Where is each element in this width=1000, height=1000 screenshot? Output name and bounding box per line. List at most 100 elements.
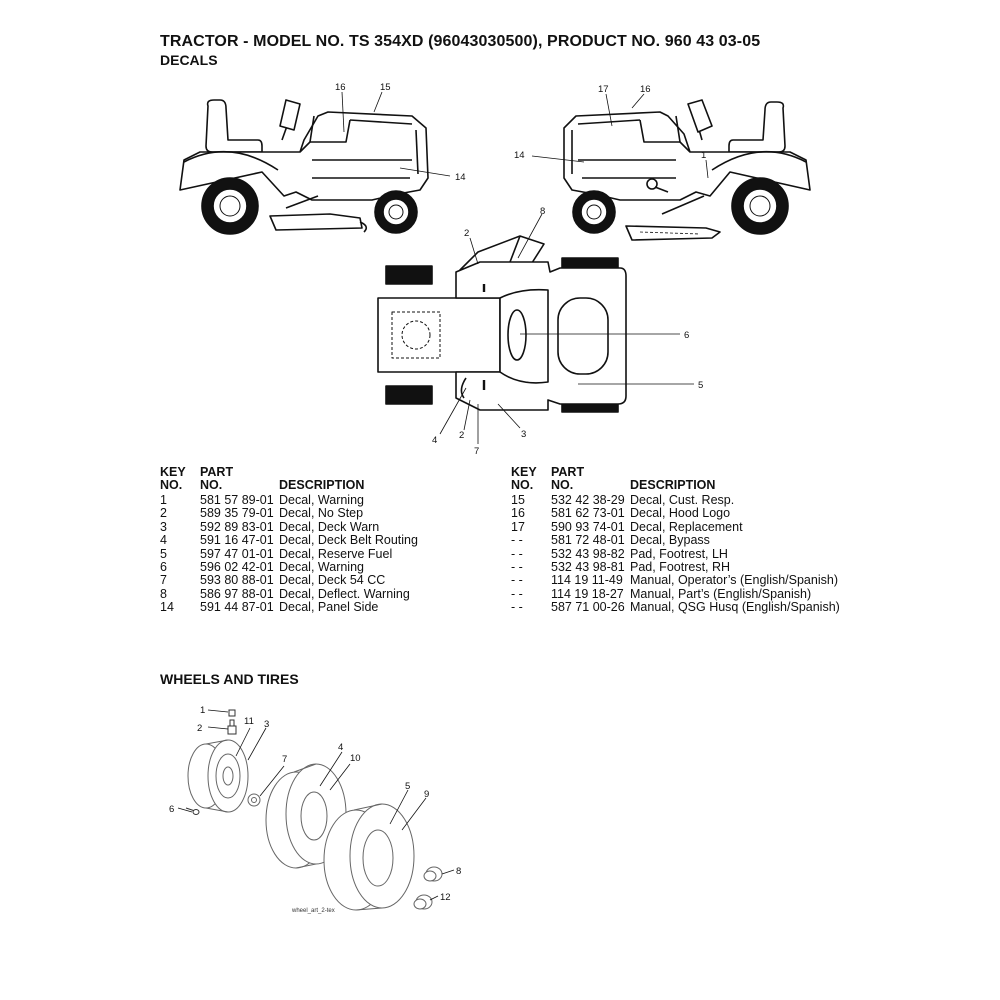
wheel-callout-6: 6 — [169, 804, 174, 815]
part-number-cell: 532 42 38-29 — [551, 493, 625, 507]
wheel-callout-1: 1 — [200, 705, 205, 716]
key-cell: 16 — [511, 506, 525, 521]
header-part-1: PART — [200, 465, 234, 479]
part-number-cell: 592 89 83-01 — [200, 519, 274, 534]
tractor-left-side-view — [179, 99, 429, 235]
callouts-right-view — [531, 93, 709, 179]
key-cell: - - — [511, 586, 523, 601]
table-header: KEY NO. PART NO. DESCRIPTION — [511, 465, 841, 494]
wheels-exploded-view — [185, 709, 443, 911]
callout-3: 3 — [521, 429, 526, 440]
callouts-wheels — [177, 709, 455, 901]
callout-2: 2 — [464, 228, 469, 239]
table-row: 7 593 80 88-01 Decal, Deck 54 CC — [160, 573, 500, 588]
key-cell: 3 — [160, 519, 167, 534]
wheel-callout-7: 7 — [282, 754, 287, 765]
table-row: 5 597 47 01-01 Decal, Reserve Fuel — [160, 546, 500, 561]
header-key-1: KEY — [160, 465, 186, 479]
description-cell: Decal, Reserve Fuel — [279, 546, 393, 561]
key-cell: 14 — [160, 600, 174, 615]
tractor-top-view — [377, 235, 627, 413]
header-part-2: NO. — [200, 478, 223, 492]
callout-17: 17 — [598, 84, 609, 95]
key-cell: 1 — [160, 493, 167, 507]
key-cell: - - — [511, 546, 523, 561]
callout-7: 7 — [474, 446, 479, 457]
header-description: DESCRIPTION — [279, 478, 365, 492]
description-cell: Decal, Deck 54 CC — [279, 573, 386, 588]
tractor-right-side-view — [563, 99, 811, 241]
wheel-callout-11: 11 — [244, 716, 254, 727]
description-cell: Pad, Footrest, RH — [630, 559, 731, 574]
wheel-callout-12: 12 — [440, 892, 451, 903]
description-cell: Pad, Footrest, LH — [630, 546, 728, 561]
wheel-callout-4: 4 — [338, 742, 343, 753]
key-cell: 2 — [160, 506, 167, 521]
wheel-callout-5: 5 — [405, 781, 410, 792]
part-number-cell: 591 44 87-01 — [200, 600, 274, 615]
description-cell: Manual, Operator’s (English/Spanish) — [630, 573, 838, 588]
part-number-cell: 596 02 42-01 — [200, 559, 274, 574]
table-row: - - 587 71 00-26 Manual, QSG Husq (English… — [511, 600, 841, 615]
description-cell: Decal, Hood Logo — [630, 506, 731, 521]
description-cell: Decal, Panel Side — [279, 600, 379, 615]
part-number-cell: 597 47 01-01 — [200, 546, 274, 561]
callout-4: 4 — [432, 435, 437, 446]
header-key-2: NO. — [160, 478, 183, 492]
part-number-cell: 581 62 73-01 — [551, 506, 625, 521]
wheel-callout-10: 10 — [350, 753, 361, 764]
callout-5: 5 — [698, 380, 703, 391]
key-cell: 4 — [160, 533, 167, 548]
callout-1: 1 — [701, 150, 706, 161]
table-row: 17 590 93 74-01 Decal, Replacement — [511, 519, 841, 534]
key-cell: - - — [511, 533, 523, 548]
table-row: - - 532 43 98-82 Pad, Footrest, LH — [511, 546, 841, 561]
table-header: KEY NO. PART NO. DESCRIPTION — [160, 465, 500, 494]
key-cell: - - — [511, 573, 523, 588]
callout-16: 16 — [640, 84, 651, 95]
page-title: TRACTOR - MODEL NO. TS 354XD (9604303050… — [160, 33, 761, 50]
wheel-callout-9: 9 — [424, 789, 429, 800]
part-number-cell: 532 43 98-81 — [551, 559, 625, 574]
header-part-1: PART — [551, 465, 585, 479]
description-cell: Manual, Part’s (English/Spanish) — [630, 586, 812, 601]
table-row: - - 114 19 11-49 Manual, Operator’s (Engli… — [511, 573, 841, 588]
callout-15: 15 — [380, 82, 391, 93]
callout-6: 6 — [684, 330, 689, 341]
part-number-cell: 589 35 79-01 — [200, 506, 274, 521]
wheel-callout-2: 2 — [197, 723, 202, 734]
part-number-cell: 590 93 74-01 — [551, 519, 625, 534]
wheel-callout-3: 3 — [264, 719, 269, 730]
description-cell: Decal, Deflect. Warning — [279, 586, 410, 601]
key-cell: 5 — [160, 546, 167, 561]
callouts-left-view — [341, 91, 451, 177]
part-number-cell: 586 97 88-01 — [200, 586, 274, 601]
part-number-cell: 532 43 98-82 — [551, 546, 625, 561]
description-cell: Manual, QSG Husq (English/Spanish) — [630, 600, 840, 615]
key-cell: - - — [511, 600, 523, 615]
header-key-2: NO. — [511, 478, 534, 492]
part-number-cell: 593 80 88-01 — [200, 573, 274, 588]
callout-16: 16 — [335, 82, 346, 93]
description-cell: Decal, No Step — [279, 506, 364, 521]
description-cell: Decal, Cust. Resp. — [630, 493, 735, 507]
part-number-cell: 114 19 11-49 — [551, 573, 623, 588]
part-number-cell: 587 71 00-26 — [551, 600, 625, 615]
section-title-wheels: WHEELS AND TIRES — [160, 671, 299, 687]
key-cell: 17 — [511, 519, 525, 534]
part-number-cell: 114 19 18-27 — [551, 586, 624, 601]
table-row: 14 591 44 87-01 Decal, Panel Side — [160, 600, 500, 615]
header-part-2: NO. — [551, 478, 574, 492]
key-cell: 7 — [160, 573, 167, 588]
description-cell: Decal, Replacement — [630, 519, 743, 534]
